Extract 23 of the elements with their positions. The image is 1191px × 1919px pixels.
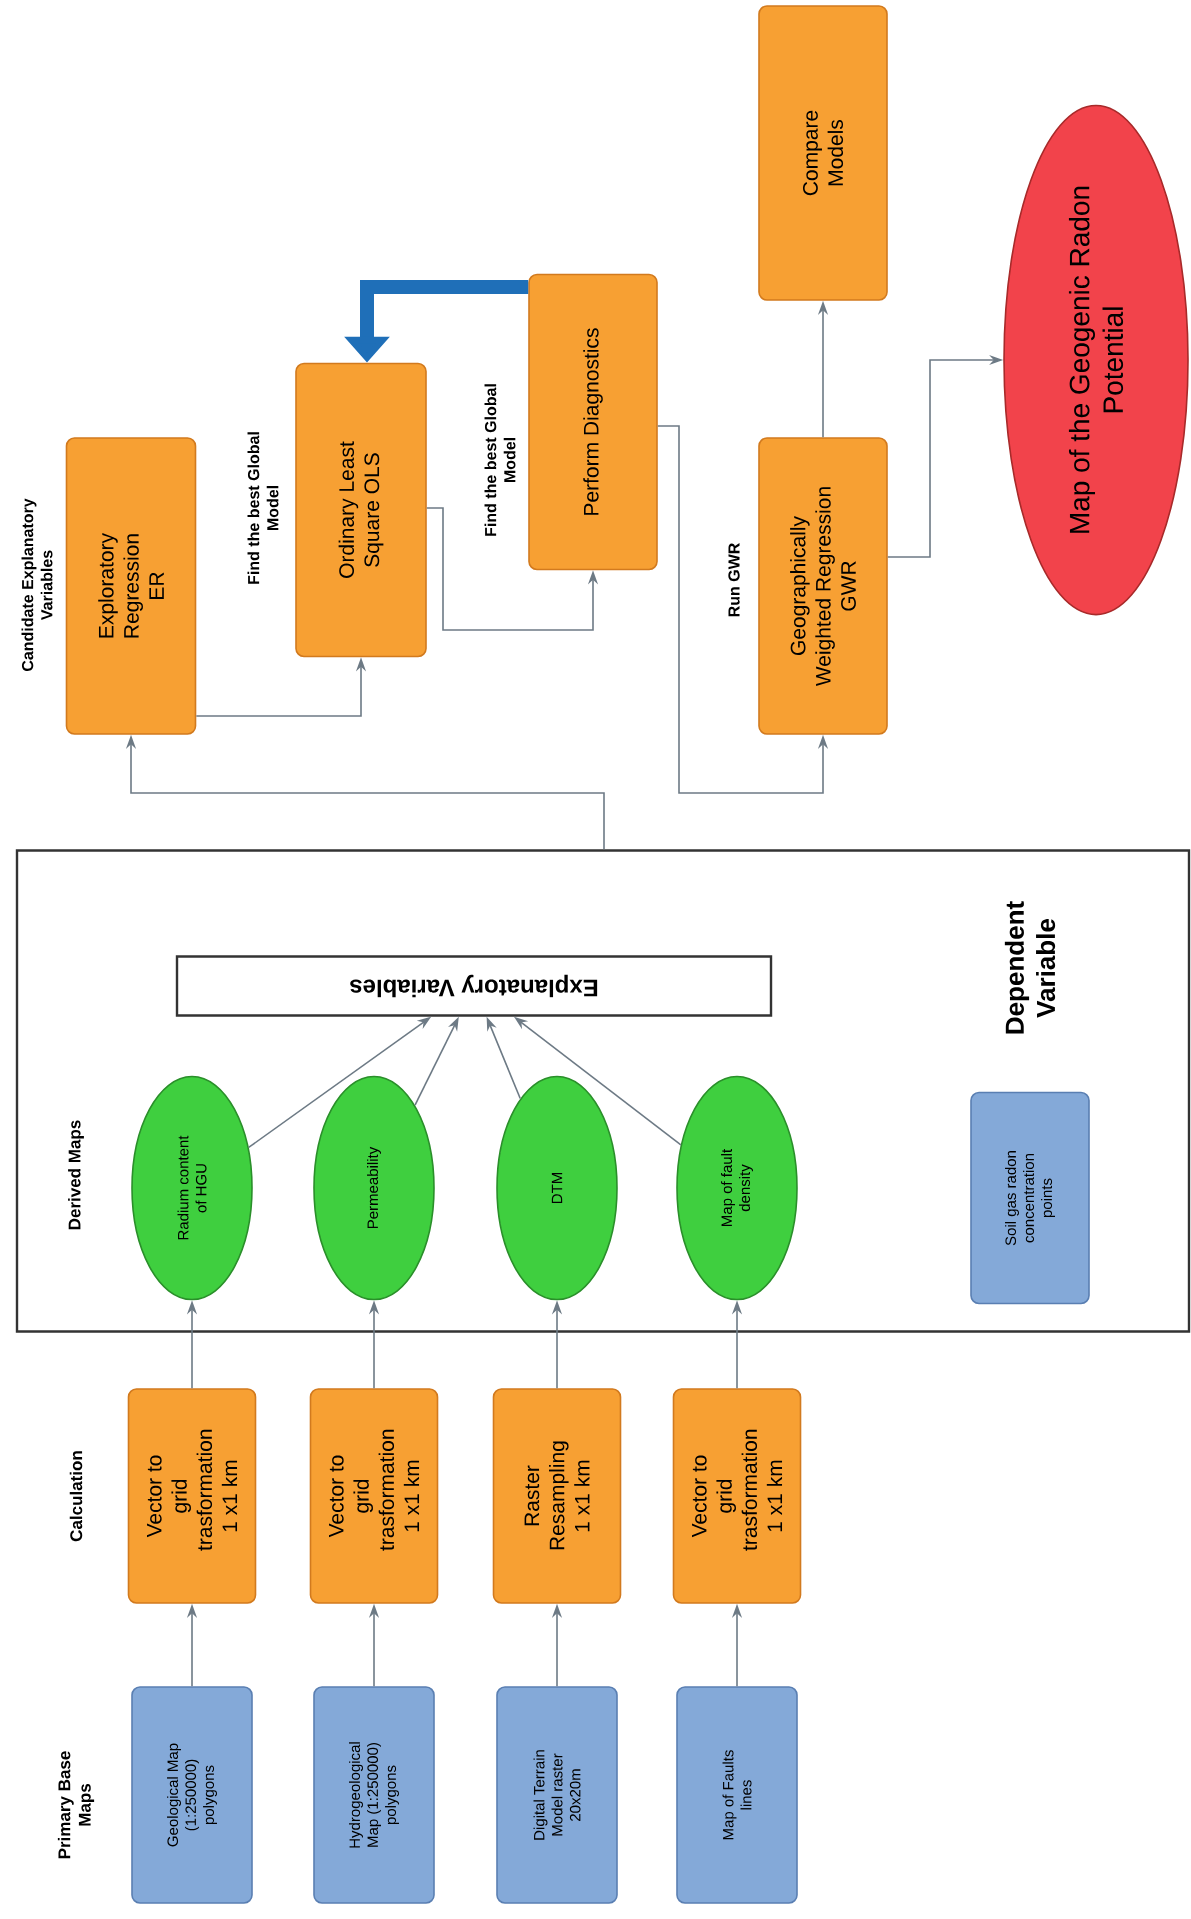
- process-box: Geographically Weighted Regression GWR: [758, 437, 888, 735]
- data-box: Map of Faults lines: [676, 1686, 798, 1904]
- process-box: Vector to grid trasformation 1 x1 km: [672, 1388, 802, 1604]
- variables-box: Explanatory Variables: [175, 955, 773, 1017]
- process-box: Vector to grid trasformation 1 x1 km: [127, 1388, 257, 1604]
- data-box: Hydrogeological Map (1:250000) polygons: [313, 1686, 435, 1904]
- data-box: Soil gas radon concentration points: [970, 1091, 1090, 1305]
- column-heading: Calculation: [69, 1451, 83, 1542]
- step-label: Find the best Global Model: [247, 432, 279, 584]
- step-label: Find the best Global Model: [484, 384, 516, 536]
- column-heading: Derived Maps: [68, 1120, 84, 1230]
- column-heading: Primary Base Maps: [57, 1751, 95, 1859]
- process-box: Exploratory Regression ER: [65, 437, 197, 735]
- process-box: Perform Diagnostics: [528, 273, 658, 571]
- process-box: Raster Resampling 1 x1 km: [492, 1388, 622, 1604]
- process-box: Vector to grid trasformation 1 x1 km: [309, 1388, 439, 1604]
- data-box: Geological Map (1:250000) polygons: [131, 1686, 253, 1904]
- group-label: Dependent Variable: [1004, 901, 1056, 1034]
- step-label: Run GWR: [728, 543, 740, 617]
- data-box: Digital Terrain Model raster 20x20m: [496, 1686, 618, 1904]
- step-label: Candidate Explanatory Variables: [21, 498, 53, 672]
- process-box: Ordinary Least Square OLS: [295, 362, 427, 658]
- process-box: Compare Models: [758, 5, 888, 301]
